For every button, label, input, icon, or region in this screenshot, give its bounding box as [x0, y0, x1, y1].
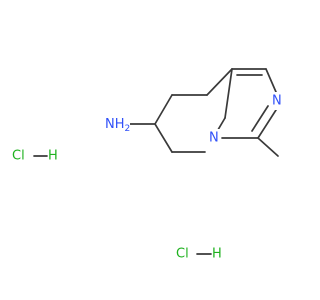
- salt-2-chlorine-label: Cl: [176, 247, 189, 262]
- salt-1: Cl H: [12, 149, 58, 164]
- bonds: [33, 68, 279, 255]
- nh2-label-bg: [102, 115, 130, 133]
- chemical-structure: NH2 N N Cl H Cl H: [12, 68, 284, 262]
- bond-c1-n2: [265, 68, 277, 93]
- bond-c8-c8a: [206, 68, 233, 96]
- bond-n2-c3: [257, 109, 277, 139]
- bond-c8a-c-ring: [224, 68, 233, 119]
- salt-2: Cl H: [176, 247, 222, 262]
- bond-c3-methyl: [257, 137, 279, 157]
- amine-nh-text: NH: [105, 117, 125, 132]
- amine-label: NH2: [105, 117, 130, 134]
- bond-c7-c6: [154, 94, 173, 125]
- salt-2-hydrogen-label: H: [212, 247, 222, 262]
- salt-1-hydrogen-label: H: [48, 149, 58, 164]
- bond-n2-c3-double: [251, 105, 269, 132]
- atom-labels: NH2 N N: [102, 92, 284, 147]
- bridgehead-nitrogen-label: N: [209, 131, 219, 146]
- bond-c6-c5: [154, 123, 173, 153]
- n2-label-bg: [270, 92, 284, 110]
- salt-1-chlorine-label: Cl: [12, 149, 25, 164]
- n4-label-bg: [207, 129, 221, 147]
- amine-subscript: 2: [125, 124, 131, 134]
- imidazole-nitrogen-label: N: [272, 94, 282, 109]
